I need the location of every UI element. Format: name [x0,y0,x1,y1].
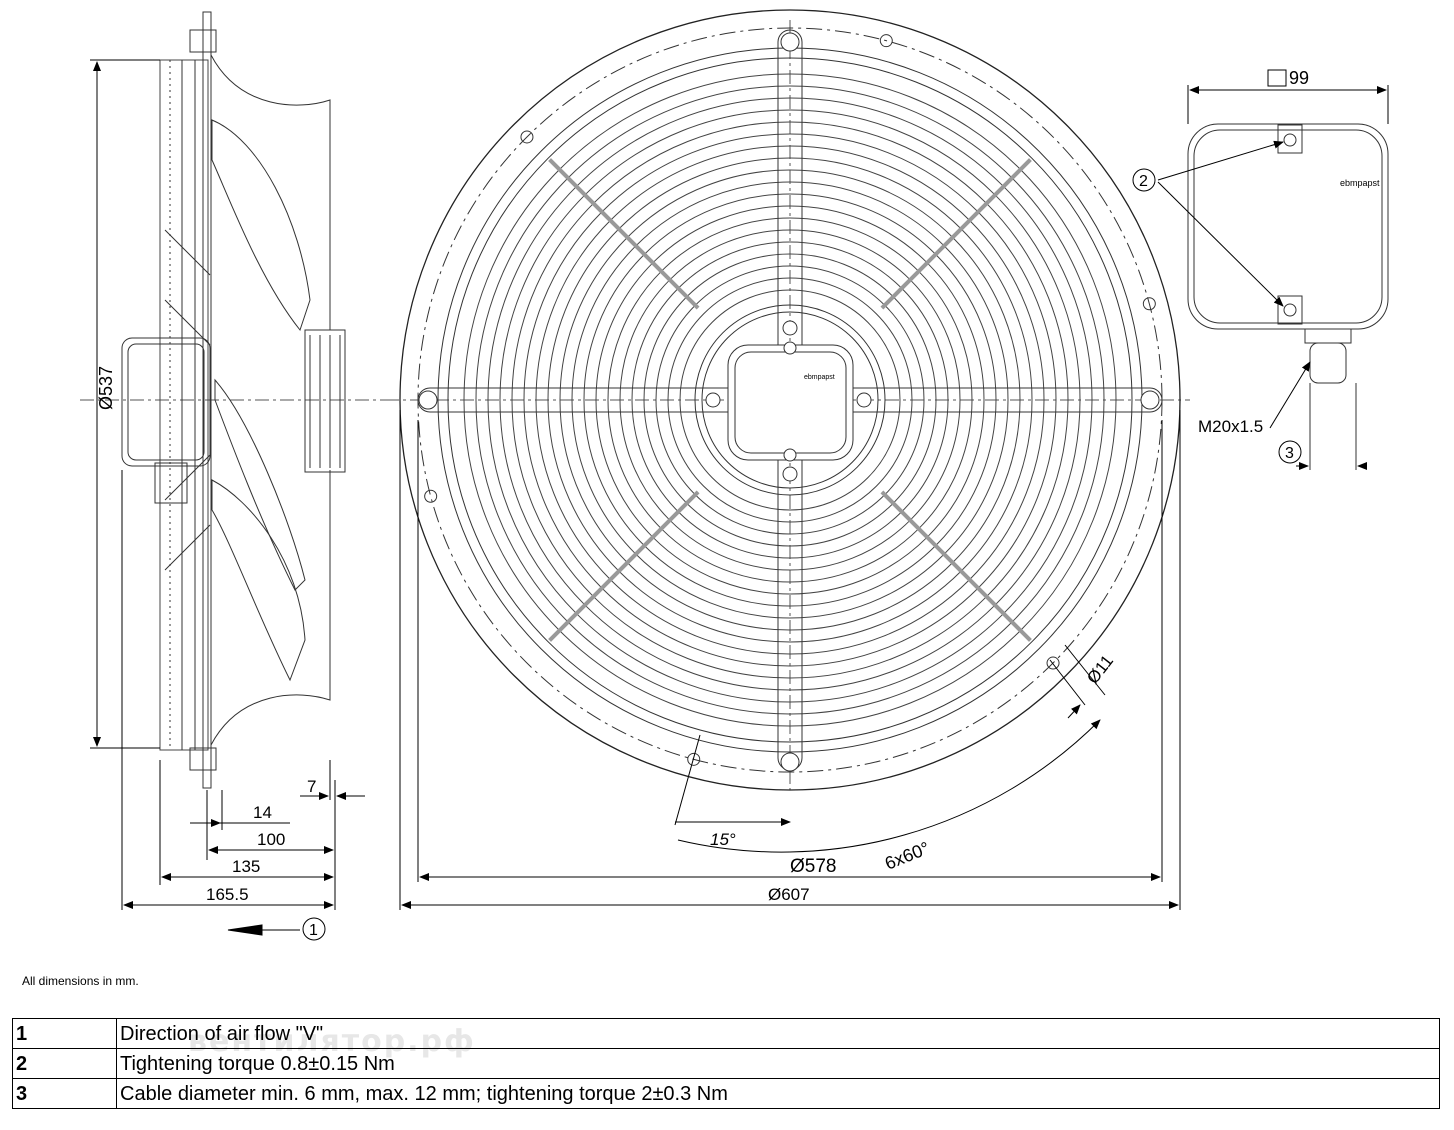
angle-15: 15° [710,830,736,849]
dim-diameter-537: Ø537 [96,366,116,410]
guard-spoke [548,490,700,642]
dim-14: 14 [253,803,272,822]
guard-ring [607,217,973,583]
side-dimensions [90,59,365,936]
box-brand: ebmpapst [1340,178,1380,188]
mounting-hole [1046,656,1060,670]
guard-ring [595,205,985,595]
guard-ring [523,133,1057,667]
guard-ring [463,73,1117,727]
guard-ring [499,109,1081,691]
mounting-hole [687,752,701,766]
technical-drawing: Ø537 7 14 100 135 165.5 1 [80,9,1389,941]
legend-text: Cable diameter min. 6 mm, max. 12 mm; ti… [116,1078,1440,1109]
guard-ring [571,181,1009,619]
legend-text: Tightening torque 0.8±0.15 Nm [116,1048,1440,1079]
side-view [80,11,390,789]
box-size-99: 99 [1289,68,1309,88]
guard-ring [631,241,949,559]
dim-100: 100 [257,830,285,849]
callout-circle-2 [1132,168,1156,192]
legend-text: Direction of air flow "V" [116,1018,1440,1049]
terminal-box [1187,123,1389,470]
callout-1: 1 [309,922,318,939]
guard-ring [655,265,925,535]
hole-dia-11: Ø11 [1083,651,1117,687]
front-view [385,9,1190,791]
mounting-hole [879,34,893,48]
guard-ring [643,253,937,547]
front-dimensions [399,410,1181,910]
legend-row: 1 Direction of air flow "V" [12,1018,1440,1049]
guard-ring [667,277,913,523]
callout-3: 3 [1285,445,1294,462]
dim-135: 135 [232,857,260,876]
dim-7: 7 [307,777,316,796]
legend-table: 1 Direction of air flow "V" 2 Tightening… [12,1018,1440,1109]
legend-row: 2 Tightening torque 0.8±0.15 Nm [12,1048,1440,1079]
dia-607: Ø607 [768,885,810,904]
callout-circle-3 [1278,440,1302,464]
guard-ring [547,157,1033,643]
mounting-hole [1142,297,1156,311]
legend-num: 3 [12,1078,117,1109]
hub-brand-text: ebmpapst [804,374,835,381]
gland-thread: M20x1.5 [1198,417,1263,436]
legend-num: 2 [12,1048,117,1079]
legend-row: 3 Cable diameter min. 6 mm, max. 12 mm; … [12,1078,1440,1109]
guard-spoke [548,158,700,310]
mounting-hole [424,489,438,503]
guard-ring [475,85,1105,715]
guard-spoke [880,490,1032,642]
guard-ring [583,193,997,607]
guard-spoke [880,158,1032,310]
units-note: All dimensions in mm. [22,974,139,988]
callout-2: 2 [1139,173,1148,190]
terminal-box-dimensions [1157,69,1389,470]
mounting-hole [520,130,534,144]
guard-ring [619,229,961,571]
callout-circle-1 [302,917,326,941]
angle-6x60: 6x60° [882,838,932,874]
dim-165-5: 165.5 [206,885,249,904]
guard-ring [511,121,1069,679]
guard-ring [559,169,1021,631]
guard-ring [679,289,901,511]
guard-ring [487,97,1093,703]
legend-num: 1 [12,1018,117,1049]
guard-ring [535,145,1045,655]
dia-578: Ø578 [790,856,836,877]
